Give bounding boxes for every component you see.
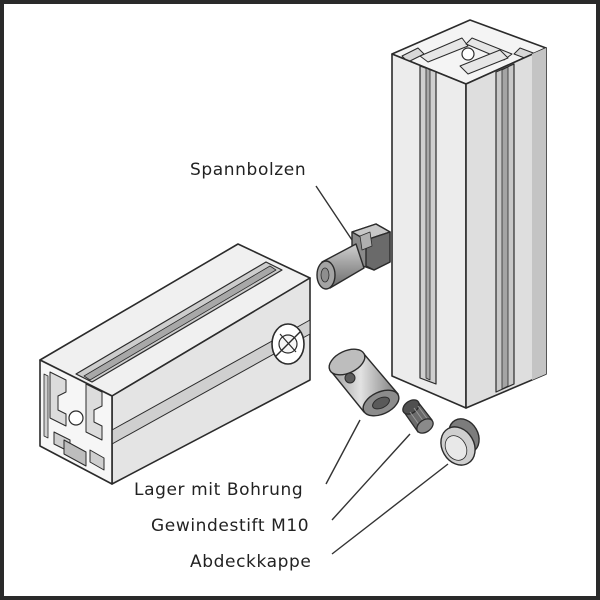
spannbolzen-part <box>316 223 391 290</box>
vertical-aluminium-profile <box>391 19 547 409</box>
leader-lines <box>315 185 449 555</box>
abdeckkappe-part <box>440 418 480 466</box>
lager-mit-bohrung-part <box>328 348 400 417</box>
gewindestift-m10-part <box>402 399 434 434</box>
label-spannbolzen: Spannbolzen <box>190 160 307 180</box>
leader-lager <box>325 419 361 485</box>
leader-gewindestift <box>331 433 411 521</box>
horizontal-aluminium-profile <box>39 243 311 485</box>
label-lager-mit-bohrung: Lager mit Bohrung <box>134 480 304 500</box>
label-abdeckkappe: Abdeckkappe <box>190 552 312 572</box>
label-gewindestift-m10: Gewindestift M10 <box>151 516 310 536</box>
leader-abdeckkappe <box>331 463 449 555</box>
leader-spannbolzen <box>315 185 353 241</box>
